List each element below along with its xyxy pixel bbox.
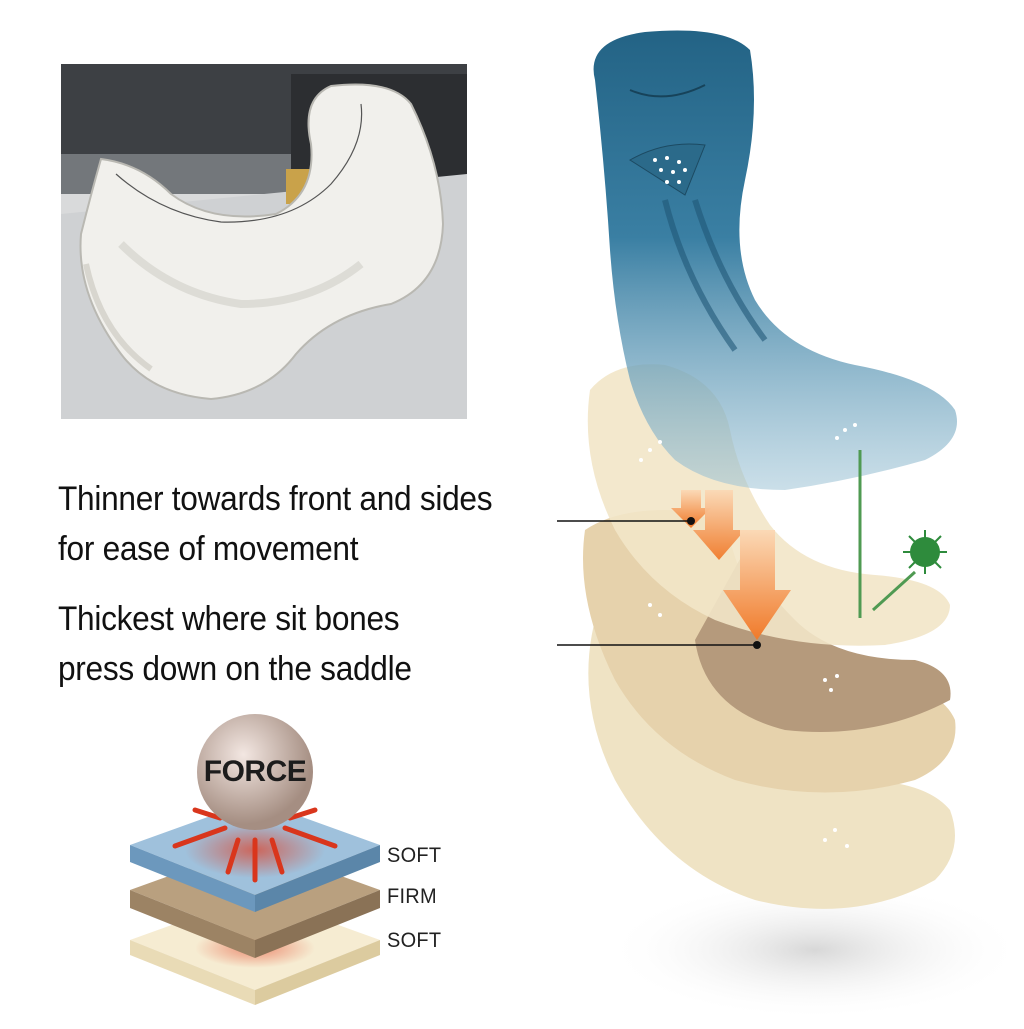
layer-label-bottom: SOFT bbox=[387, 929, 442, 952]
callout-sit-bones-line1: Thickest where sit bones bbox=[58, 600, 400, 638]
layer-label-top: SOFT bbox=[387, 844, 442, 867]
force-label: FORCE bbox=[203, 755, 307, 788]
callout-sit-bones-line2: press down on the saddle bbox=[58, 650, 412, 688]
force-layer-diagram: FORCE SOFT FIRM SOFT bbox=[120, 700, 460, 1020]
layer-label-middle: FIRM bbox=[387, 885, 437, 908]
callout-front-sides: Thinner towards front and sides for ease… bbox=[58, 474, 493, 574]
force-arrows bbox=[172, 807, 338, 883]
sensor-icon bbox=[903, 530, 947, 574]
callout-sit-bones: Thickest where sit bones press down on t… bbox=[58, 594, 412, 694]
callout-front-sides-line1: Thinner towards front and sides bbox=[58, 480, 493, 518]
force-ball bbox=[197, 714, 313, 830]
callout-front-sides-line2: for ease of movement bbox=[58, 530, 359, 568]
plaster-mold-photo bbox=[61, 64, 467, 419]
chamois-pad-exploded-view bbox=[555, 20, 1024, 1024]
